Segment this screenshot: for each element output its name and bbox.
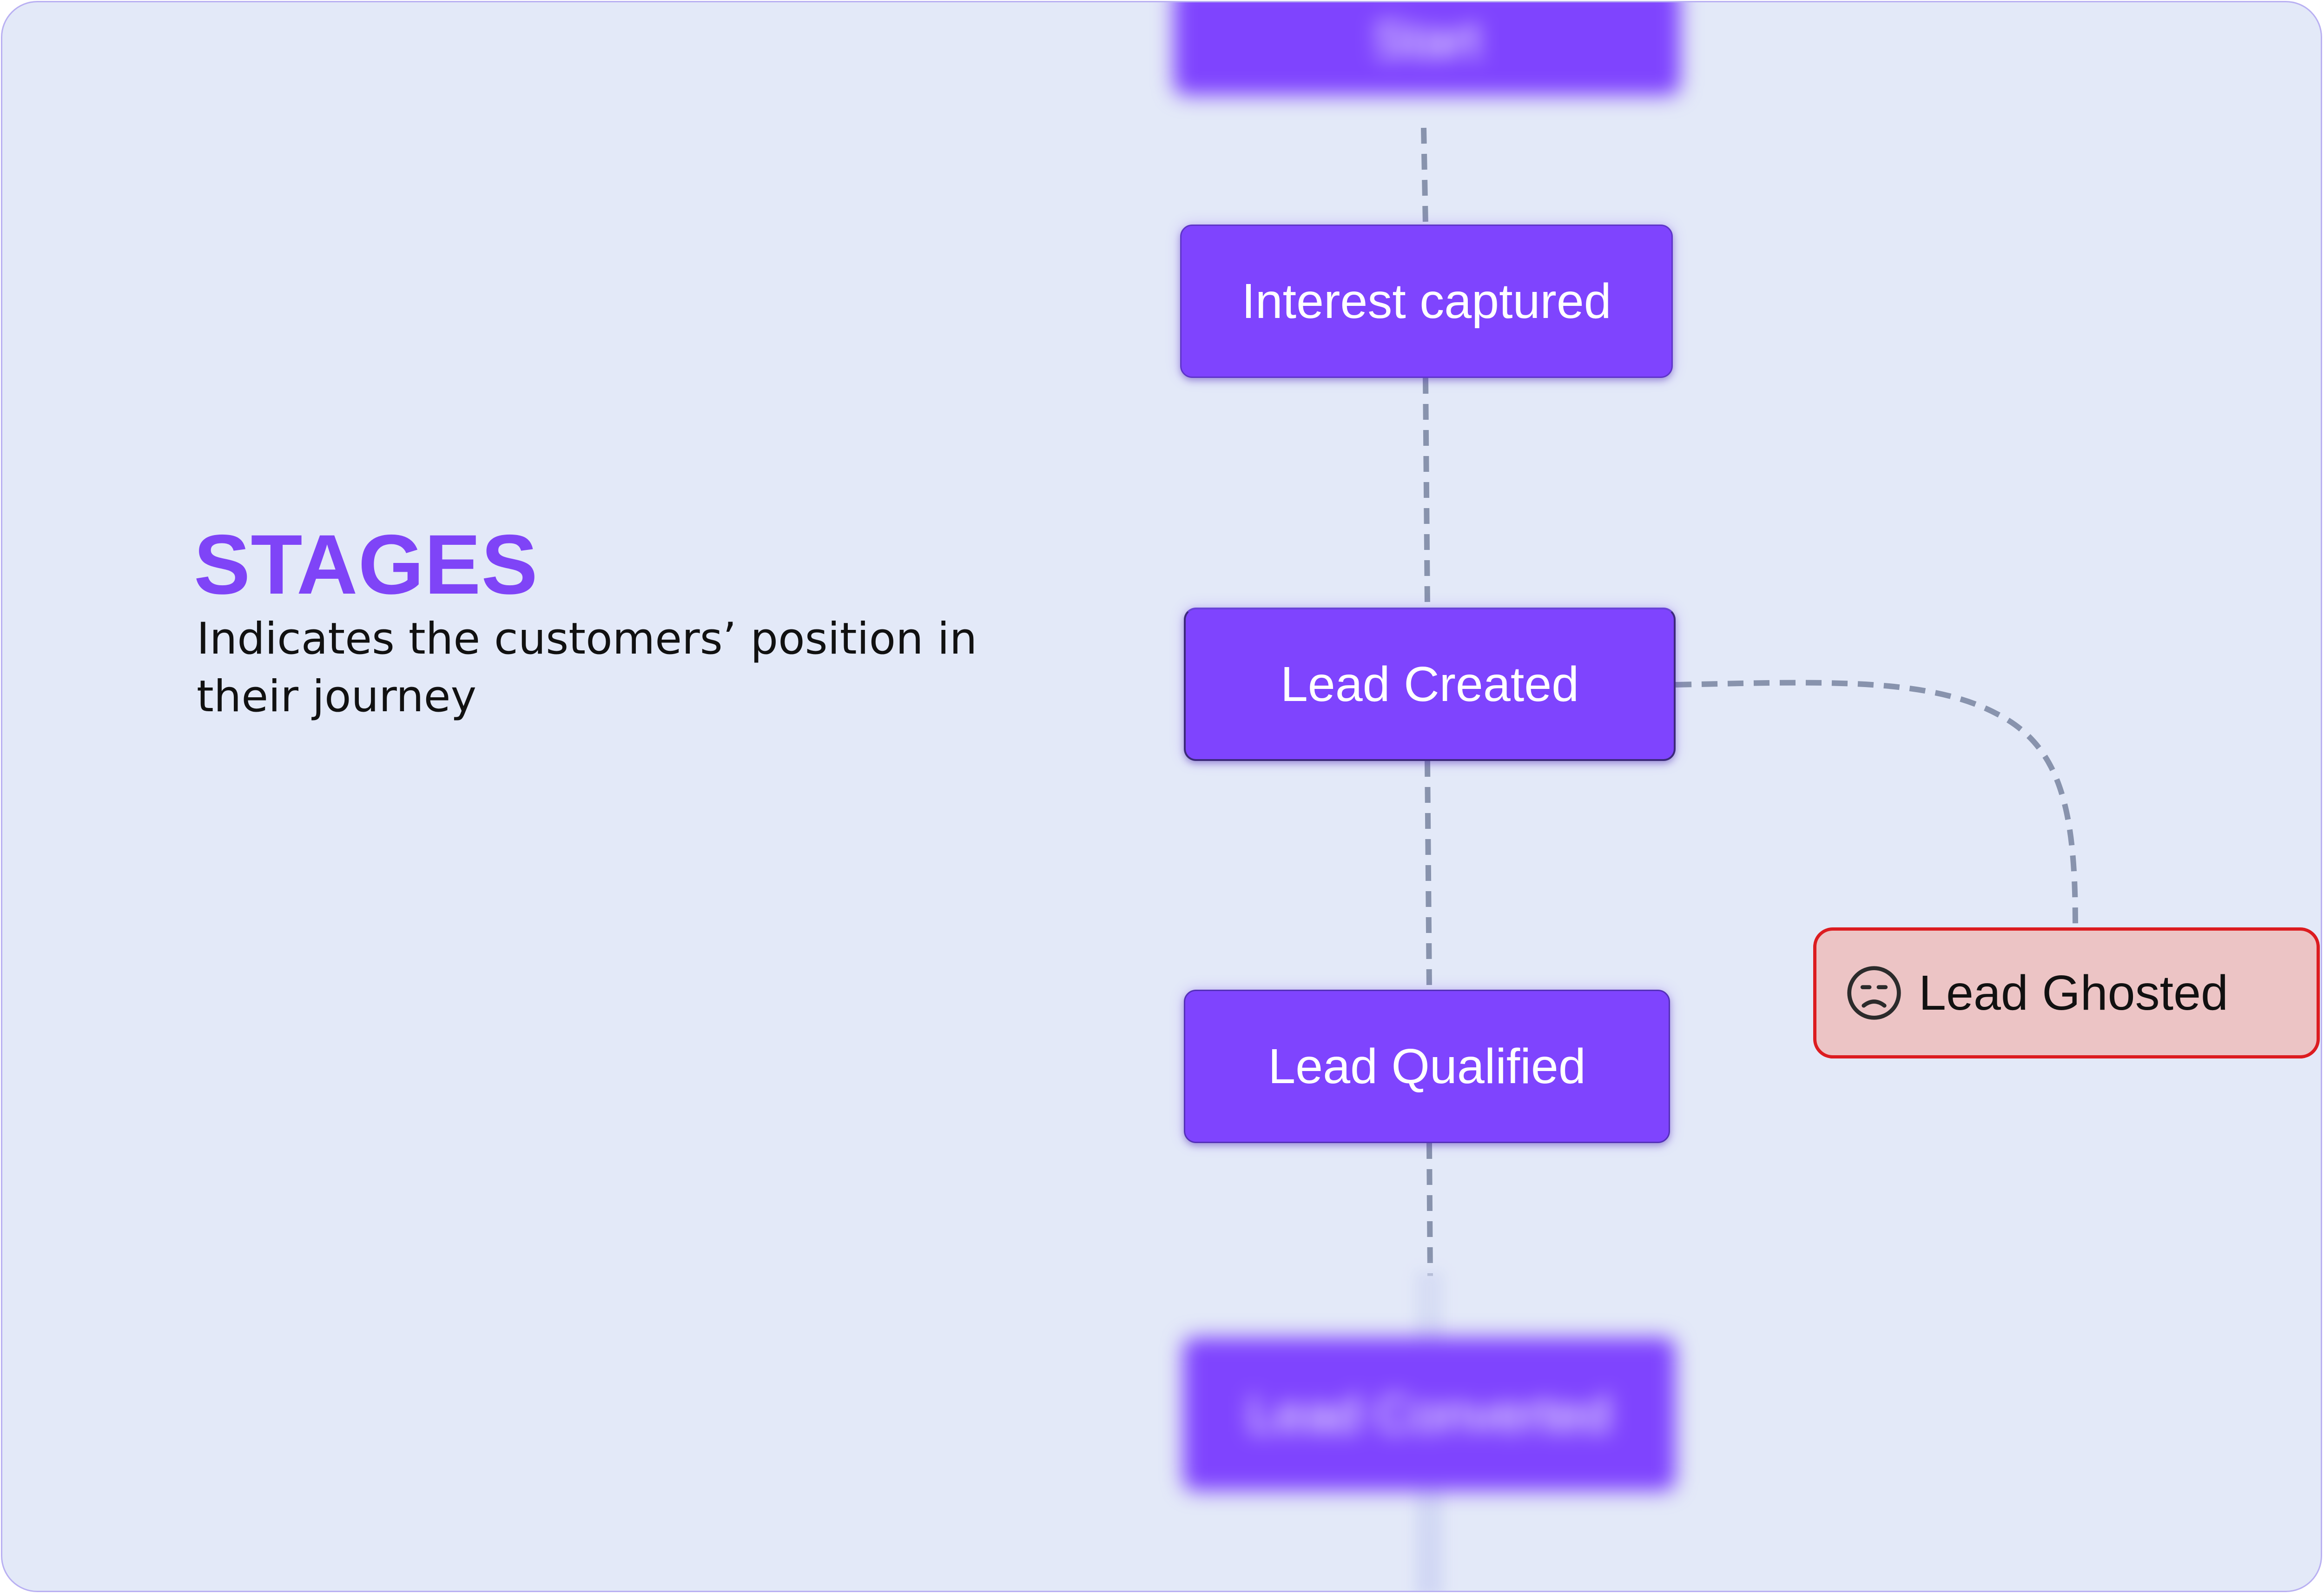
node-interest-captured[interactable]: Interest captured [1180,225,1673,378]
connector-start-interest [1421,127,1428,225]
connector-created-qualified [1425,761,1432,990]
node-lead-converted: Lead Converted [1183,1337,1676,1491]
connector-created-ghosted [1675,680,2078,926]
node-lead-created[interactable]: Lead Created [1184,608,1676,761]
stages-heading: STAGES [194,517,538,612]
node-lead-qualified[interactable]: Lead Qualified [1184,990,1670,1143]
stages-description: Indicates the customers’ position in the… [197,614,977,722]
connector-qualified-converted [1426,1143,1433,1277]
sad-face-icon [1847,966,1901,1020]
lead-ghosted-label: Lead Ghosted [1919,965,2228,1020]
node-lead-ghosted[interactable]: Lead Ghosted [1813,927,2320,1058]
node-start: Start [1174,2,1680,95]
connector-interest-created [1423,377,1430,608]
